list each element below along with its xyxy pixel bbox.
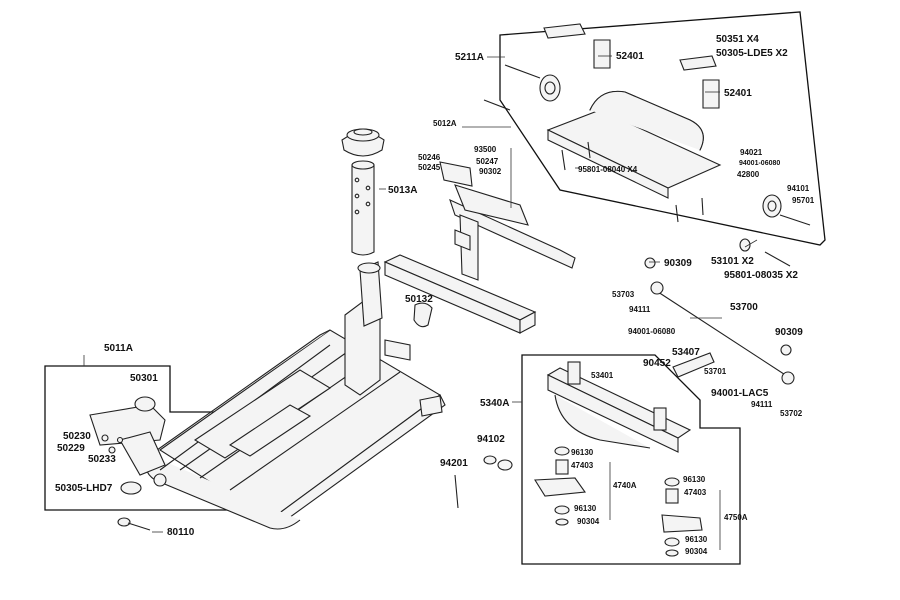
part-label-5012A: 5012A xyxy=(433,119,457,128)
part-label-90304a: 90304 xyxy=(577,517,600,526)
part-label-53700: 53700 xyxy=(730,302,758,313)
part-label-42401a: 47403 xyxy=(571,461,594,470)
part-label-5011A: 5011A xyxy=(104,343,133,354)
part-label-50305lhd7: 50305-LHD7 xyxy=(55,483,113,494)
tie-rod-53700 xyxy=(644,238,795,385)
part-label-53702: 53702 xyxy=(780,409,803,418)
front-axle-5340a xyxy=(534,361,703,557)
part-label-90304b: 90304 xyxy=(685,547,708,556)
loose-hardware xyxy=(101,396,513,531)
part-label-80110: 80110 xyxy=(167,527,195,538)
part-label-94201: 94201 xyxy=(440,458,468,469)
part-label-90302: 90302 xyxy=(479,167,502,176)
part-label-94101a: 94101 xyxy=(787,184,810,193)
part-label-50233: 50233 xyxy=(88,454,116,465)
part-label-5340A: 5340A xyxy=(480,398,509,409)
part-label-94001-06080a: 94001-06080 xyxy=(739,160,780,167)
part-label-94001-LAC5: 94001-LAC5 xyxy=(711,388,769,399)
part-number-labels: 5211A 52401 50351 X4 50305-LDE5 X2 52401 5012… xyxy=(55,34,815,556)
part-label-94001-06080b: 94001-06080 xyxy=(628,327,676,336)
part-label-96130b: 96130 xyxy=(683,475,706,484)
part-label-94111b: 94111 xyxy=(751,400,773,409)
seat-bracket-5012a xyxy=(439,161,576,281)
part-label-50230: 50230 xyxy=(63,431,91,442)
part-label-42800: 42800 xyxy=(737,170,760,179)
part-label-96130a: 96130 xyxy=(571,448,594,457)
part-label-90309a: 90309 xyxy=(664,258,692,269)
group-box-5211a xyxy=(499,11,826,246)
part-label-53401: 53401 xyxy=(591,371,614,380)
part-label-50305lde5: 50305-LDE5 X2 xyxy=(716,48,788,59)
part-label-50247: 50247 xyxy=(476,157,499,166)
part-label-4740A: 4740A xyxy=(613,481,637,490)
seat-frame-5211a xyxy=(483,23,811,226)
part-label-5211A: 5211A xyxy=(455,52,484,63)
part-label-50132: 50132 xyxy=(405,294,433,305)
part-label-53101: 53101 X2 xyxy=(711,256,754,267)
part-label-95801-08040: 95801-08040 X4 xyxy=(578,165,638,174)
leader-lines xyxy=(83,55,758,550)
part-label-90452: 90452 xyxy=(643,358,671,369)
part-label-94021: 94021 xyxy=(740,148,763,157)
part-label-5013A: 5013A xyxy=(388,185,417,196)
part-label-96130c: 96130 xyxy=(574,504,597,513)
part-label-95801-08035: 95801-08035 X2 xyxy=(724,270,798,281)
part-label-95701: 95701 xyxy=(792,196,815,205)
part-label-93500: 93500 xyxy=(474,145,497,154)
chassis-frame xyxy=(89,261,446,530)
rear-axle-frame xyxy=(383,254,537,334)
part-label-52401a: 52401 xyxy=(616,51,644,62)
part-label-4750A: 4750A xyxy=(724,513,748,522)
part-label-50351: 50351 X4 xyxy=(716,34,759,45)
part-label-50301: 50301 xyxy=(130,373,158,384)
part-label-90309b: 90309 xyxy=(775,327,803,338)
part-label-53407: 53407 xyxy=(672,347,700,358)
part-label-53701: 53701 xyxy=(704,367,727,376)
part-label-94102: 94102 xyxy=(477,434,505,445)
group-box-5340a xyxy=(521,354,741,565)
part-label-53703: 53703 xyxy=(612,290,635,299)
part-label-50229: 50229 xyxy=(57,443,85,454)
steering-column-5013a xyxy=(341,128,385,256)
part-label-50245: 50245 xyxy=(418,163,441,172)
part-label-96130d: 96130 xyxy=(685,535,708,544)
part-label-47403b: 47403 xyxy=(684,488,707,497)
part-label-50246: 50246 xyxy=(418,153,441,162)
part-label-52401b: 52401 xyxy=(724,88,752,99)
part-label-94111a: 94111 xyxy=(629,305,651,314)
